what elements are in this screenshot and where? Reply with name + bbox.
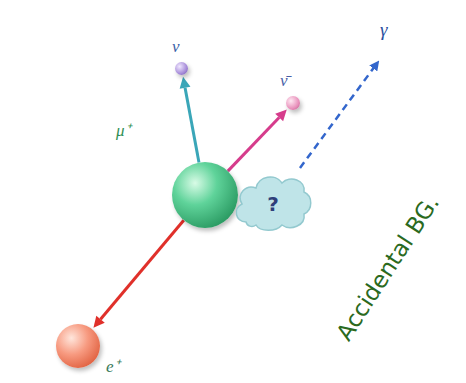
question-mark: ? xyxy=(267,194,279,214)
particle-ball: e⁺ xyxy=(56,324,100,368)
particle-ball: μ⁺ xyxy=(172,162,238,228)
particle-label: ν̄ xyxy=(280,72,288,89)
background-note: Accidental BG. xyxy=(333,191,444,344)
arrow-head xyxy=(180,77,191,89)
particle-ball: ν xyxy=(175,62,188,75)
photon-label: γ xyxy=(380,20,388,39)
arrow-head xyxy=(93,316,104,328)
decay-arrow xyxy=(228,110,287,172)
particle-label: e⁺ xyxy=(106,358,120,375)
decay-arrow xyxy=(180,77,199,163)
decay-arrow xyxy=(93,220,183,327)
arrow-line xyxy=(185,88,199,163)
photon-arrow xyxy=(300,62,378,168)
arrow-line xyxy=(228,117,279,171)
unknown-cloud: ? xyxy=(232,170,314,234)
particle-label: μ⁺ xyxy=(116,122,131,139)
arrow-head xyxy=(275,110,287,122)
arrow-line xyxy=(101,220,184,319)
particle-ball: ν̄ xyxy=(286,96,300,110)
particle-label: ν xyxy=(172,38,180,55)
